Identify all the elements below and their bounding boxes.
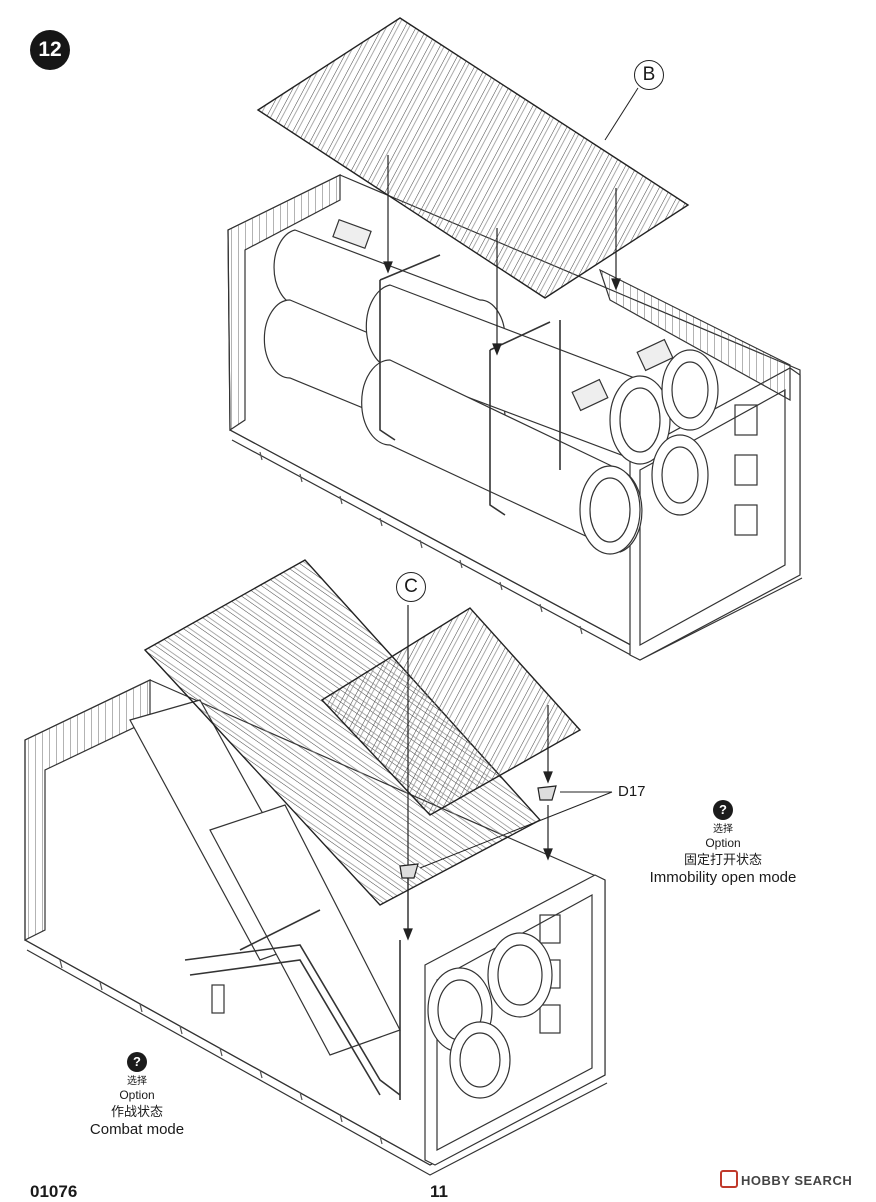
mode-label-en: Combat mode bbox=[89, 1121, 185, 1138]
question-icon: ? bbox=[713, 800, 733, 820]
bottom-container bbox=[24, 679, 608, 1176]
roof-panel-b bbox=[256, 17, 690, 299]
top-container bbox=[227, 174, 803, 661]
step-number-badge: 12 bbox=[30, 30, 70, 70]
watermark: HOBBY SEARCH bbox=[720, 1170, 852, 1188]
note-combat-mode: ? 选择 Option 作战状态 Combat mode bbox=[57, 1052, 217, 1139]
page-number: 11 bbox=[430, 1182, 448, 1201]
mode-label-cn: 固定打开状态 bbox=[683, 852, 762, 867]
roof-panel-c bbox=[320, 607, 582, 816]
option-label-en: Option bbox=[705, 836, 741, 850]
note-immobility-mode: ? 选择 Option 固定打开状态 Immobility open mode bbox=[643, 800, 803, 887]
option-label-en: Option bbox=[119, 1088, 155, 1102]
mode-label-cn: 作战状态 bbox=[110, 1104, 163, 1119]
callout-c: C bbox=[396, 572, 426, 602]
product-code: 01076 bbox=[30, 1182, 78, 1201]
option-label-cn: 选择 bbox=[127, 1076, 147, 1087]
part-label-d17: D17 bbox=[618, 783, 646, 800]
mode-label-en: Immobility open mode bbox=[649, 869, 797, 886]
watermark-logo-icon bbox=[720, 1170, 738, 1188]
watermark-text: HOBBY SEARCH bbox=[741, 1173, 853, 1188]
clip-d17-left bbox=[399, 863, 419, 879]
callout-b: B bbox=[634, 60, 664, 90]
question-icon: ? bbox=[127, 1052, 147, 1072]
clip-d17-right bbox=[537, 785, 557, 801]
option-label-cn: 选择 bbox=[713, 824, 733, 835]
